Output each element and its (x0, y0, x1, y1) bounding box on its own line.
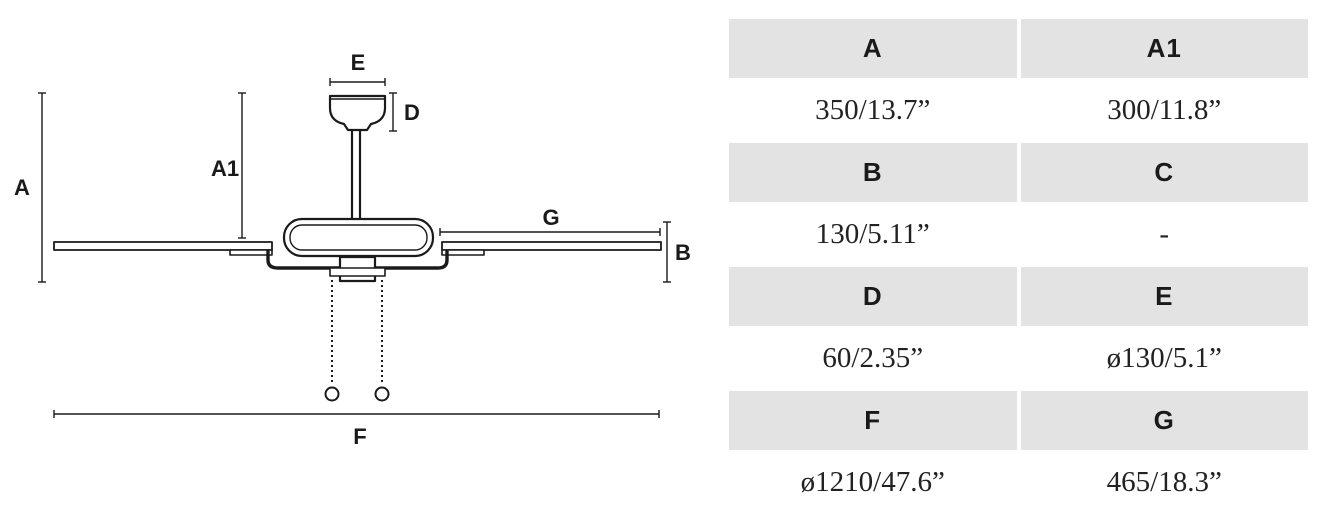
table-label-cell: F (729, 389, 1021, 452)
table-value-cell: 350/13.7” (729, 79, 1021, 142)
table-value-cell: - (1018, 203, 1308, 266)
dimension-line-a (38, 92, 46, 283)
label-g: G (542, 205, 559, 230)
pull-chains (331, 280, 383, 385)
table-value-cell: 130/5.11” (729, 203, 1021, 266)
right-blade (441, 241, 662, 251)
label-b: B (675, 240, 691, 265)
table-label-row: D E (729, 265, 1308, 328)
dimension-line-d (389, 92, 397, 132)
table-label-cell: G (1018, 389, 1308, 452)
table-label-cell: E (1018, 265, 1308, 328)
label-a: A (14, 175, 30, 200)
table-value-cell: 465/18.3” (1018, 451, 1308, 513)
table-label-cell: A (729, 17, 1021, 80)
dimension-line-f (53, 410, 660, 418)
ceiling-fan-dimension-diagram: A A1 E D G B F (14, 50, 691, 449)
table-label-cell: A1 (1018, 17, 1308, 80)
label-a1: A1 (211, 156, 239, 181)
table-value-cell: ø130/5.1” (1018, 327, 1308, 390)
downrod (350, 130, 362, 219)
table-label-cell: D (729, 265, 1021, 328)
dimensions-table: A A1 350/13.7” 300/11.8” B C 130/5.11” -… (729, 17, 1308, 513)
dimension-line-b (663, 221, 671, 283)
table-label-row: A A1 (729, 17, 1308, 80)
canopy (328, 94, 387, 132)
table-value-row: 60/2.35” ø130/5.1” (729, 327, 1308, 390)
dimension-line-g (439, 228, 661, 236)
table-value-cell: 300/11.8” (1018, 79, 1308, 142)
label-f: F (353, 424, 366, 449)
dimension-line-a1 (238, 92, 246, 239)
label-e: E (351, 50, 366, 75)
table-label-row: F G (729, 389, 1308, 452)
table-value-row: ø1210/47.6” 465/18.3” (729, 451, 1308, 513)
table-value-row: 130/5.11” - (729, 203, 1308, 266)
dimension-line-e (329, 78, 386, 86)
table-value-cell: 60/2.35” (729, 327, 1021, 390)
fan-drawing (53, 94, 662, 402)
table-value-cell: ø1210/47.6” (729, 451, 1021, 513)
pull-chain-knob-right (374, 386, 390, 402)
table-label-row: B C (729, 141, 1308, 204)
left-blade (53, 241, 273, 251)
table-value-row: 350/13.7” 300/11.8” (729, 79, 1308, 142)
table-label-cell: B (729, 141, 1021, 204)
pull-chain-knob-left (324, 386, 340, 402)
table-label-cell: C (1018, 141, 1308, 204)
label-d: D (404, 100, 420, 125)
